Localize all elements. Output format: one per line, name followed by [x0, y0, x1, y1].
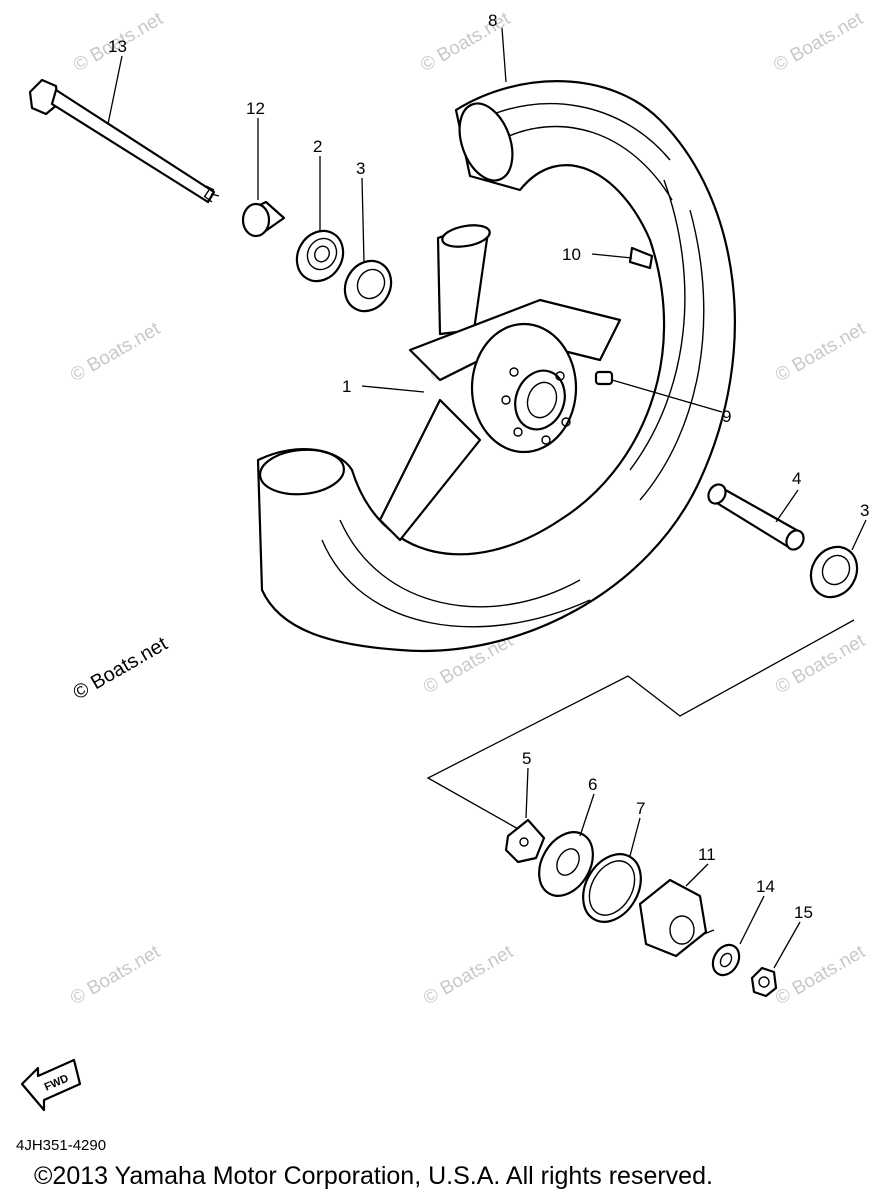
hub-part [378, 224, 622, 542]
bearing-part [809, 545, 859, 599]
bearing-part [343, 259, 393, 313]
leader-lines [107, 27, 867, 969]
callout-number: 11 [698, 845, 716, 864]
collar-part [241, 200, 286, 238]
fwd-arrow-icon: FWD [20, 1058, 82, 1112]
weight-part [594, 370, 614, 386]
callout-number: 12 [246, 99, 265, 118]
callout-number: 3 [356, 159, 365, 178]
callout-number: 9 [722, 407, 731, 426]
washer-part [711, 943, 741, 977]
watermark: © Boats.net [417, 8, 514, 76]
axle-part [28, 78, 220, 204]
callout-number: 1 [342, 377, 351, 396]
diagram-code: 4JH351-4290 [16, 1137, 107, 1154]
callout-number: 13 [108, 37, 127, 56]
callout-number: 15 [794, 903, 813, 922]
ring-part [582, 853, 642, 923]
callout-number: 5 [522, 749, 531, 768]
callout-number: 10 [562, 245, 581, 264]
spacer-part [707, 483, 805, 551]
callout-number: 2 [313, 137, 322, 156]
bearing-part [295, 229, 345, 283]
watermark: © Boats.net [67, 318, 164, 386]
watermark: © Boats.net [770, 8, 867, 76]
watermark: © Boats.net [420, 941, 517, 1009]
callout-number: 6 [588, 775, 597, 794]
watermark: © Boats.net [67, 941, 164, 1009]
alignment-line [426, 619, 855, 831]
callout-number: 7 [636, 799, 645, 818]
watermark: © Boats.net [772, 630, 869, 698]
nut-part [750, 966, 778, 998]
callout-number: 4 [792, 469, 801, 488]
copyright-notice: ©2013 Yamaha Motor Corporation, U.S.A. A… [34, 1162, 713, 1190]
callouts: 13 12 2 3 8 10 1 9 4 3 5 6 7 11 14 15 [108, 11, 869, 922]
gear-unit-part [638, 878, 715, 958]
callout-number: 14 [756, 877, 775, 896]
callout-number: 3 [860, 501, 869, 520]
retainer-part [504, 818, 546, 864]
watermark: © Boats.net [772, 941, 869, 1009]
rim-part [256, 80, 736, 653]
valve-part [628, 246, 654, 270]
watermark: © Boats.net [772, 318, 869, 386]
callout-number: 8 [488, 11, 497, 30]
watermark-dark: © Boats.net [70, 633, 172, 705]
oil-seal-part [538, 831, 594, 897]
